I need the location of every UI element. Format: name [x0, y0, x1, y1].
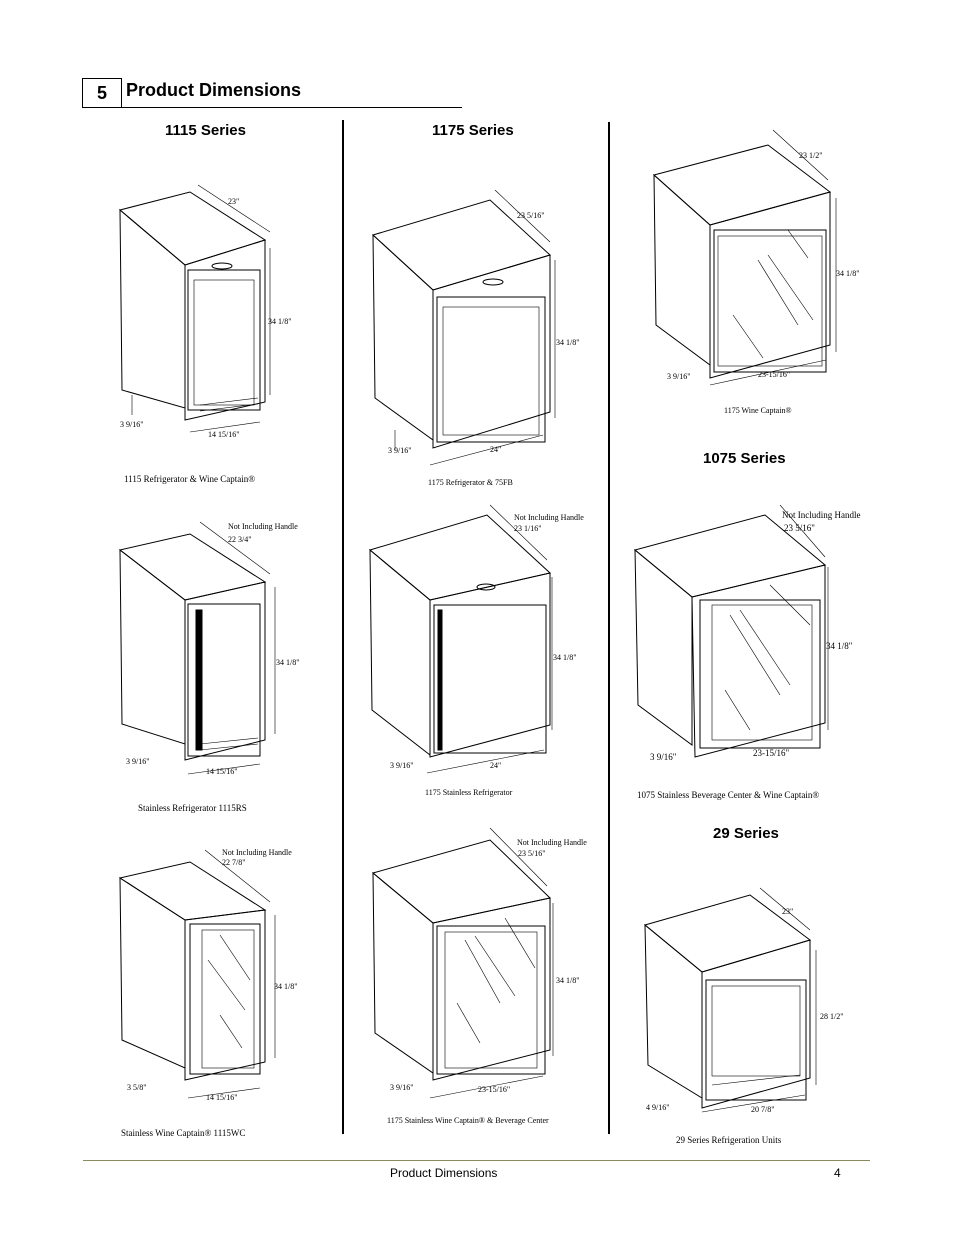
figure-caption: 1075 Stainless Beverage Center & Wine Ca… — [637, 790, 820, 800]
dim-note: Not Including Handle — [222, 848, 292, 857]
dim-base: 4 9/16" — [646, 1103, 670, 1112]
dim-depth: 23" — [228, 197, 240, 206]
figure-caption: 1175 Stainless Wine Captain® & Beverage … — [387, 1116, 549, 1125]
dim-height: 34 1/8" — [274, 982, 298, 991]
dim-depth: 23 5/16" — [518, 849, 546, 858]
footer-rule — [83, 1160, 870, 1161]
figure-caption: 1175 Wine Captain® — [724, 406, 792, 415]
dim-depth: 23" — [782, 907, 794, 916]
dim-height: 28 1/2" — [820, 1012, 844, 1021]
dim-note: Not Including Handle — [517, 838, 587, 847]
appliance-drawing-1115wc — [118, 849, 276, 1099]
dim-depth: 23 5/16" — [784, 523, 815, 533]
dim-height: 34 1/8" — [836, 269, 860, 278]
appliance-drawing-29 — [643, 887, 817, 1113]
page-number: 4 — [834, 1166, 841, 1180]
dim-base: 3 9/16" — [390, 1083, 414, 1092]
dim-width: 20 7/8" — [751, 1105, 775, 1114]
appliance-drawing-1175-stainless — [368, 504, 553, 774]
section-rule — [82, 107, 462, 108]
dim-note: Not Including Handle — [514, 513, 584, 522]
section-title: Product Dimensions — [126, 80, 302, 100]
figure-caption: Stainless Refrigerator 1115RS — [138, 803, 247, 813]
appliance-drawing-1075 — [633, 504, 829, 758]
figure-caption: 1175 Stainless Refrigerator — [425, 788, 513, 797]
figure-caption: 1115 Refrigerator & Wine Captain® — [124, 474, 256, 484]
dim-base: 3 9/16" — [390, 761, 414, 770]
dim-height: 34 1/8" — [826, 641, 853, 651]
dim-depth: 23 1/2" — [799, 151, 823, 160]
dim-base: 3 9/16" — [126, 757, 150, 766]
figure-caption: 29 Series Refrigeration Units — [676, 1135, 782, 1145]
series-29-heading: 29 Series — [713, 825, 779, 842]
dim-height: 34 1/8" — [556, 338, 580, 347]
dim-width: 23-15/16" — [753, 748, 790, 758]
dim-height: 34 1/8" — [268, 317, 292, 326]
appliance-drawing-1175-swc — [371, 827, 554, 1099]
footer-title: Product Dimensions — [390, 1166, 498, 1180]
figure-caption: 1175 Refrigerator & 75FB — [428, 478, 513, 487]
dim-base: 3 9/16" — [667, 372, 691, 381]
dim-note: Not Including Handle — [228, 522, 298, 531]
dim-width: 14 15/16" — [206, 767, 238, 776]
dim-width: 24" — [490, 445, 502, 454]
dim-width: 24" — [490, 761, 502, 770]
appliance-drawing-1115 — [118, 184, 271, 433]
dim-height: 34 1/8" — [553, 653, 577, 662]
appliance-drawing-1175-wine-captain — [652, 129, 837, 386]
figure-caption: Stainless Wine Captain® 1115WC — [121, 1128, 246, 1138]
dim-base: 3 9/16" — [650, 752, 677, 762]
section-number: 5 — [82, 78, 122, 108]
dim-depth: 22 3/4" — [228, 535, 252, 544]
dim-width: 14 15/16" — [206, 1093, 238, 1102]
dim-base: 3 5/8" — [127, 1083, 147, 1092]
dim-base: 3 9/16" — [388, 446, 412, 455]
dim-depth: 23 5/16" — [517, 211, 545, 220]
appliance-drawing-1175 — [372, 189, 556, 466]
column-divider-left — [342, 120, 344, 1134]
series-1075-heading: 1075 Series — [703, 450, 786, 467]
column-divider-right — [608, 122, 610, 1134]
dim-width: 23-15/16" — [478, 1085, 511, 1094]
dim-height: 34 1/8" — [276, 658, 300, 667]
dim-base: 3 9/16" — [120, 420, 144, 429]
appliance-drawing-1115rs — [118, 521, 276, 775]
dim-depth: 23 1/16" — [514, 524, 542, 533]
dim-height: 34 1/8" — [556, 976, 580, 985]
series-1175-heading: 1175 Series — [432, 122, 514, 139]
dim-depth: 22 7/8" — [222, 858, 246, 867]
dim-width: 14 15/16" — [208, 430, 240, 439]
series-1115-heading: 1115 Series — [165, 122, 246, 139]
dim-note: Not Including Handle — [782, 510, 861, 520]
dim-width: 23-15/16" — [758, 370, 791, 379]
